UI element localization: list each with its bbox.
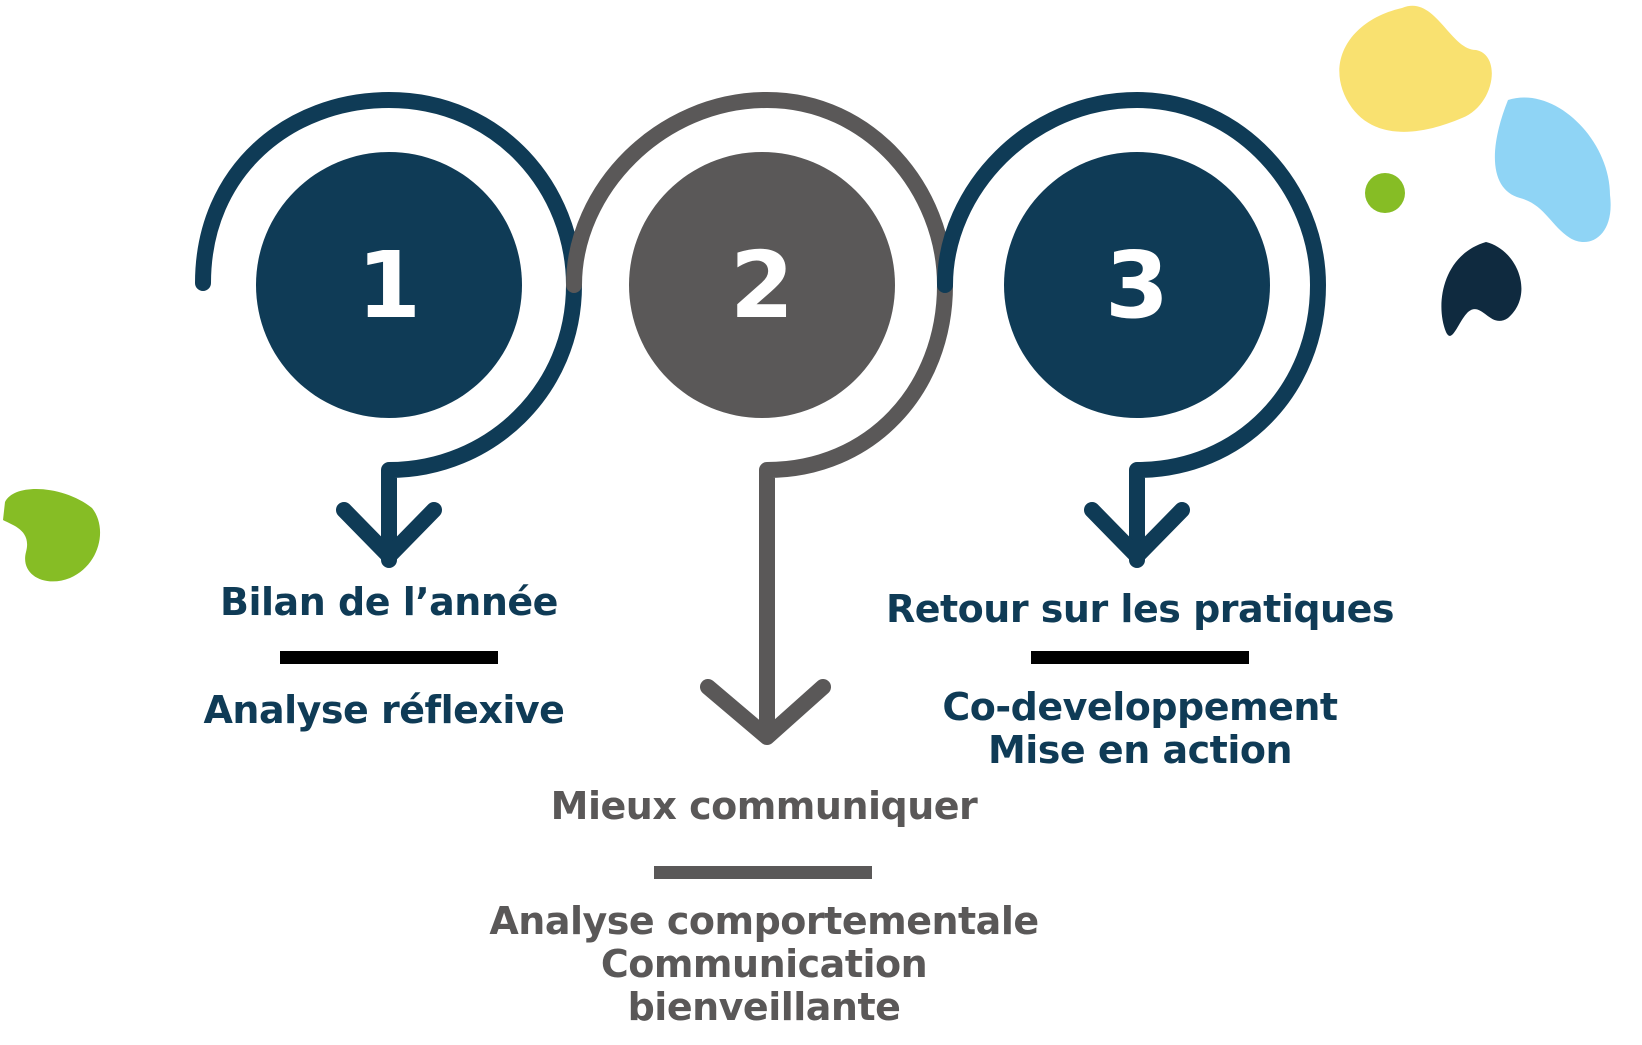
- green-blob-icon: [3, 489, 101, 582]
- arc-1: [195, 92, 582, 568]
- arc-3: [937, 92, 1326, 568]
- step-1-title: Bilan de l’année: [220, 580, 558, 624]
- step-2-divider: [654, 866, 872, 879]
- green-dot-icon: [1365, 173, 1405, 213]
- step-2-detail-1: Analyse comportementale: [489, 899, 1039, 943]
- step-2-detail-3: bienveillante: [627, 985, 901, 1029]
- light-blue-blob-icon: [1494, 97, 1611, 243]
- step-3-circle: [1004, 152, 1270, 418]
- step-2-circle: [629, 152, 895, 418]
- step-2-title: Mieux communiquer: [550, 784, 978, 828]
- step-3-number: 3: [1104, 232, 1169, 339]
- dark-navy-blob-icon: [1441, 242, 1522, 336]
- step-3-detail-1: Co-developpement: [942, 685, 1338, 729]
- step-1-divider: [280, 651, 498, 664]
- yellow-blob-icon: [1339, 5, 1492, 132]
- arc-2: [566, 92, 953, 743]
- step-3-detail-2: Mise en action: [987, 728, 1293, 772]
- step-2-number: 2: [729, 232, 794, 339]
- step-3-divider: [1031, 651, 1249, 664]
- step-3-title: Retour sur les pratiques: [885, 587, 1395, 631]
- arrow-head-1: [336, 502, 442, 564]
- step-2-detail-2: Communication: [600, 942, 928, 986]
- step-1-detail: Analyse réflexive: [203, 688, 565, 732]
- step-1-number: 1: [356, 232, 421, 339]
- step-1-circle: [256, 152, 522, 418]
- arrow-head-3: [1084, 502, 1190, 564]
- arrow-head-2: [700, 679, 831, 745]
